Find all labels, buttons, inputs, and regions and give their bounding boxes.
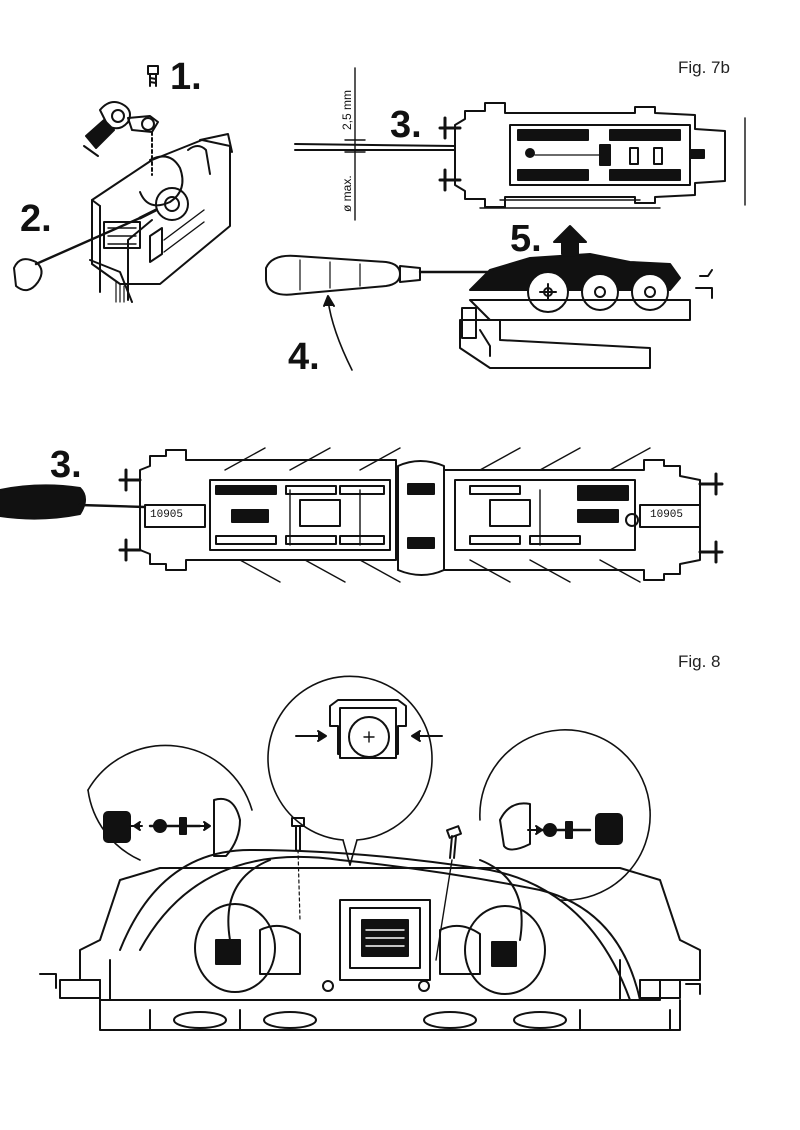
screw-icon: [147, 65, 159, 87]
step-2-label: 2.: [20, 198, 52, 240]
screw-icon: [291, 817, 305, 921]
step-4-label: 4.: [288, 336, 320, 378]
dimension-label-2-5mm: 2,5 mm: [340, 89, 354, 130]
fig8-chassis-drawing: [39, 849, 701, 1031]
loco-number-right: 10905: [650, 509, 684, 521]
step-3-label: 3.: [390, 104, 422, 146]
step-1-label: 1.: [170, 56, 202, 98]
coupler-removal-drawing: [13, 65, 233, 303]
screw-icon: [435, 825, 463, 961]
loco-number-left: 10905: [150, 509, 184, 521]
screwdriver-lift-drawing: [265, 225, 713, 371]
chassis-top-view-drawing: [294, 67, 746, 221]
dimension-label-max: ø max.: [340, 175, 354, 212]
figure-label-8: Fig. 8: [678, 652, 721, 671]
step-3-middle-label: 3.: [50, 444, 82, 486]
step-5-label: 5.: [510, 218, 542, 260]
fig8-detail-drawing: [87, 675, 651, 961]
locomotive-top-view-drawing: [0, 447, 724, 583]
figure-label-7b: Fig. 7b: [678, 58, 730, 77]
